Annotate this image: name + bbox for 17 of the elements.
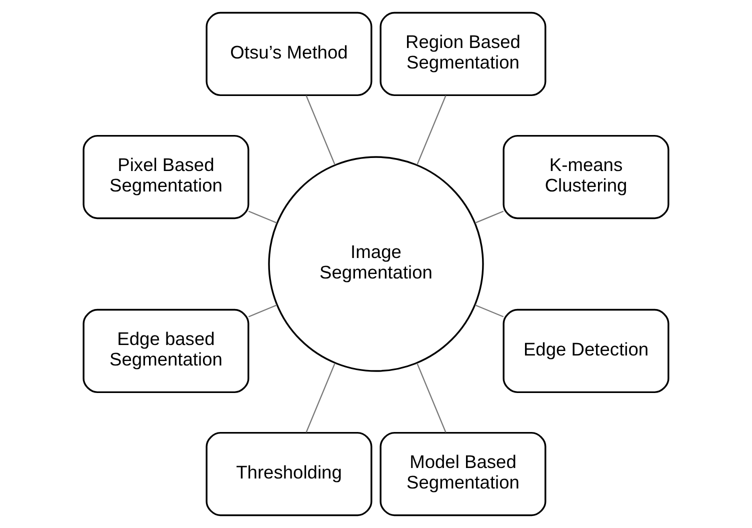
connector bbox=[474, 304, 504, 318]
node-box: Region Based Segmentation bbox=[380, 12, 546, 96]
node-box: Edge based Segmentation bbox=[82, 308, 250, 394]
connector bbox=[248, 304, 278, 318]
node-box: Otsu’s Method bbox=[206, 12, 372, 96]
connector bbox=[474, 210, 504, 224]
connector bbox=[248, 210, 278, 224]
node-box: K-means Clustering bbox=[502, 134, 670, 220]
node-box: Thresholding bbox=[206, 432, 372, 516]
connector bbox=[306, 362, 336, 433]
connector bbox=[416, 95, 446, 166]
node-box: Edge Detection bbox=[502, 308, 670, 394]
connector bbox=[416, 362, 446, 433]
node-box: Pixel Based Segmentation bbox=[82, 134, 250, 220]
node-circle: Image Segmentation bbox=[268, 156, 484, 372]
node-box: Model Based Segmentation bbox=[380, 432, 546, 516]
connector bbox=[306, 95, 336, 166]
